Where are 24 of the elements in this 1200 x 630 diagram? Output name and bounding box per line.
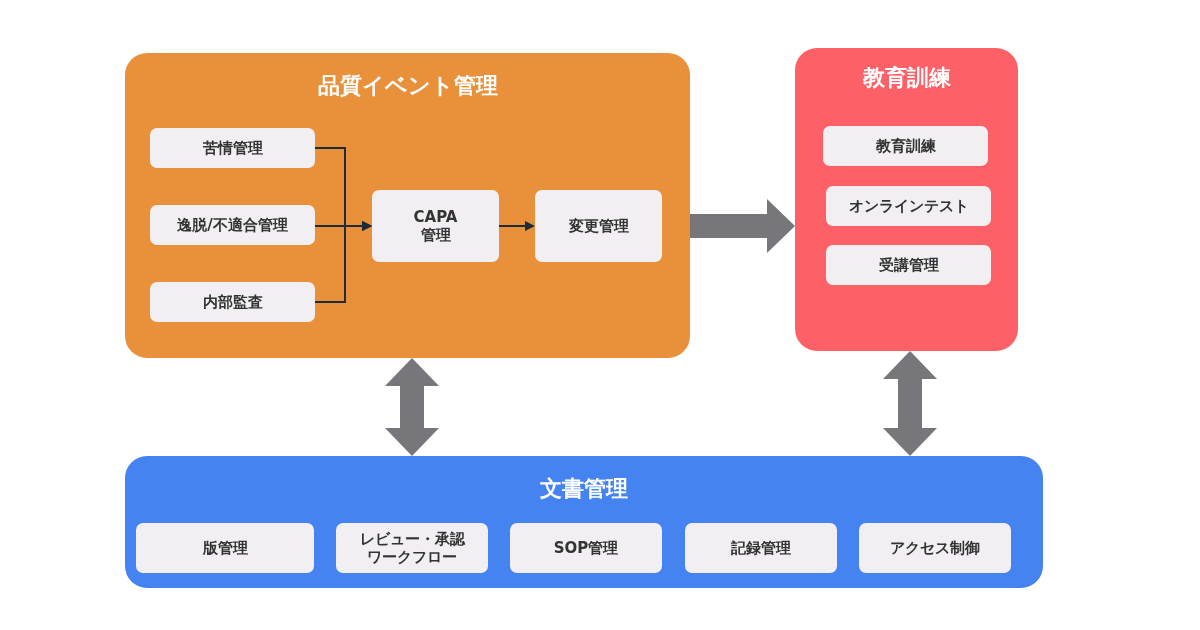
function-box: 苦情管理: [150, 128, 315, 168]
block-arrow: [883, 351, 937, 456]
function-box: 教育訓練: [823, 126, 988, 166]
group-panel: [125, 53, 690, 358]
function-box: 受講管理: [826, 245, 991, 285]
block-arrow: [385, 358, 439, 456]
function-box: CAPA 管理: [372, 190, 499, 262]
function-box: レビュー・承認ワークフロー: [336, 523, 488, 573]
group-panel: [125, 456, 1043, 588]
panel-heading: 教育訓練: [862, 65, 951, 90]
function-box: 変更管理: [535, 190, 662, 262]
function-box: アクセス制御: [859, 523, 1011, 573]
panel-heading: 品質イベント管理: [317, 73, 498, 98]
function-box: 内部監査: [150, 282, 315, 322]
arrow: [314, 221, 372, 303]
function-box: 記録管理: [685, 523, 837, 573]
function-box: SOP管理: [510, 523, 662, 573]
block-arrow: [690, 199, 795, 253]
arrow: [498, 221, 535, 231]
function-box: オンラインテスト: [826, 186, 991, 226]
panel-heading: 文書管理: [540, 476, 628, 501]
group-panel: [795, 48, 1018, 351]
function-box: 版管理: [136, 523, 314, 573]
function-box: 逸脱/不適合管理: [150, 205, 315, 245]
